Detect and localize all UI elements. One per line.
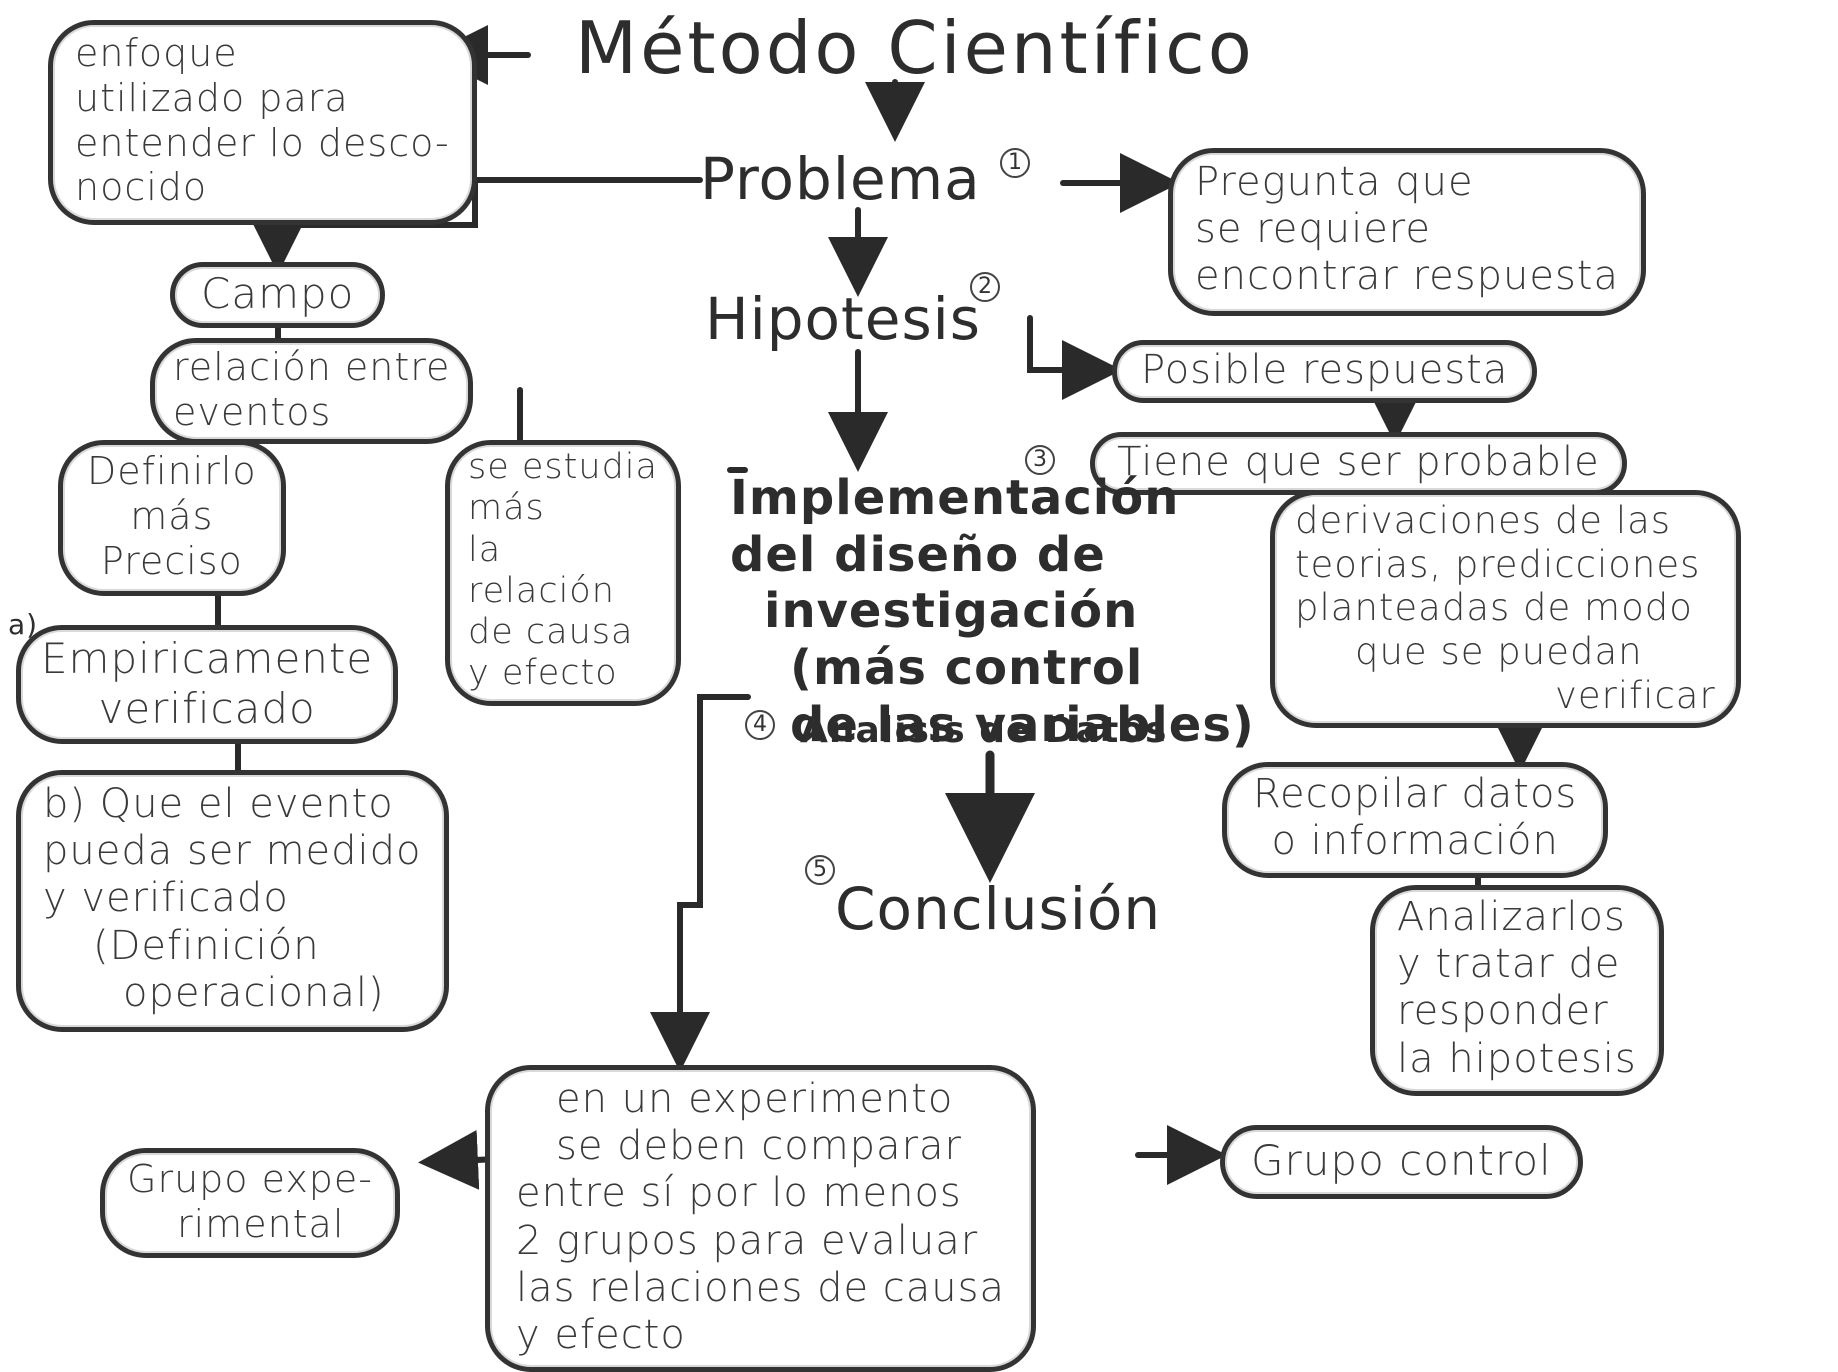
derivaciones-line-5: verificar <box>1555 673 1716 717</box>
relacion-line-2: eventos <box>173 389 332 434</box>
arrow-implementacion-to-experimento <box>650 694 751 1072</box>
experimento-line-2: se deben comparar <box>556 1123 962 1170</box>
implementacion-line-3: investigación <box>764 583 1139 640</box>
definirlo-line-1: Definirlo <box>87 449 257 493</box>
medido-line-4: (Definición <box>93 922 320 969</box>
grupo-control-note: Grupo control <box>1220 1125 1583 1199</box>
conclusion-node: Conclusión <box>835 875 1162 943</box>
step-5-badge: 5 <box>805 855 835 885</box>
pregunta-line-3: encontrar respuesta <box>1195 253 1619 300</box>
se-estudia-line-6: y efecto <box>468 653 618 694</box>
analisis-node: Analisis de Datos <box>800 710 1168 751</box>
derivaciones-line-1: derivaciones de las <box>1295 499 1672 542</box>
pregunta-line-2: se requiere <box>1195 206 1431 253</box>
se-estudia-line-1: se estudia <box>468 447 658 487</box>
medido-line-5: operacional) <box>123 969 385 1016</box>
recopilar-line-1: Recopilar datos <box>1253 771 1578 817</box>
recopilar-note: Recopilar datos o información <box>1222 762 1609 879</box>
campo-node: Campo <box>170 262 386 328</box>
empiricamente-line-2: verificado <box>98 683 316 733</box>
se-estudia-line-2: más <box>468 488 545 529</box>
se-estudia-note: se estudia más la relación de causa y ef… <box>445 440 681 706</box>
se-estudia-line-3: la <box>468 529 502 570</box>
step-4-badge: 4 <box>745 710 775 740</box>
relacion-line-1: relación entre <box>173 345 451 389</box>
experimento-line-4: 2 grupos para evaluar <box>516 1217 979 1264</box>
medido-line-3: y verificado <box>43 875 289 922</box>
se-estudia-line-4: relación <box>468 570 615 611</box>
medido-line-1: b) Que el evento <box>43 781 394 827</box>
enfoque-line-3: entender lo desco- <box>75 120 450 165</box>
pregunta-line-1: Pregunta que <box>1195 159 1474 205</box>
step-3-badge: 3 <box>1025 445 1055 475</box>
experimento-line-6: y efecto <box>516 1311 686 1358</box>
implementacion-node: Implementación del diseño de investigaci… <box>730 470 1255 753</box>
arrow-problema-to-campo <box>248 177 703 274</box>
derivaciones-line-3: planteadas de modo <box>1295 586 1693 630</box>
medido-note: b) Que el evento pueda ser medido y veri… <box>16 770 449 1032</box>
analizarlos-note: Analizarlos y tratar de responder la hip… <box>1370 885 1664 1096</box>
arrow-hipotesis-to-posible <box>1027 315 1122 400</box>
implementacion-line-4: (más control <box>790 639 1144 696</box>
experimento-note: en un experimento se deben comparar entr… <box>485 1065 1036 1372</box>
implementacion-line-2: del diseño de <box>730 526 1106 583</box>
experimento-line-5: las relaciones de causa <box>516 1264 1005 1311</box>
medido-line-2: pueda ser medido <box>43 828 422 875</box>
posible-respuesta-note: Posible respuesta <box>1112 340 1538 404</box>
definirlo-line-2: más <box>130 493 214 538</box>
enfoque-note: enfoque utilizado para entender lo desco… <box>48 20 477 226</box>
analizarlos-line-4: la hipotesis <box>1397 1035 1637 1082</box>
se-estudia-line-5: de causa <box>468 612 634 653</box>
relacion-note: relación entre eventos <box>150 338 474 444</box>
grupo-experimental-line-2: rimental <box>177 1201 345 1246</box>
enfoque-line-4: nocido <box>75 165 208 210</box>
analizarlos-line-1: Analizarlos <box>1397 894 1626 940</box>
experimento-line-3: entre sí por lo menos <box>516 1170 962 1217</box>
step-2-badge: 2 <box>970 272 1000 302</box>
implementacion-line-5: de las variables) <box>790 696 1255 753</box>
definirlo-note: Definirlo más Preciso <box>58 440 286 597</box>
derivaciones-note: derivaciones de las teorias, prediccione… <box>1270 490 1741 729</box>
analizarlos-line-2: y tratar de <box>1397 941 1621 988</box>
tiene-note: Tiene que ser probable <box>1090 432 1627 496</box>
derivaciones-line-2: teorias, predicciones <box>1295 542 1701 586</box>
recopilar-line-2: o información <box>1271 818 1559 865</box>
step-1-badge: 1 <box>1000 148 1030 178</box>
enfoque-line-2: utilizado para <box>75 75 349 120</box>
empiricamente-note: Empiricamente verificado <box>16 625 399 745</box>
derivaciones-line-4: que se puedan <box>1355 629 1643 673</box>
hipotesis-node: Hipotesis <box>705 285 982 353</box>
problema-node: Problema <box>700 145 981 213</box>
grupo-experimental-line-1: Grupo expe- <box>127 1157 374 1201</box>
analizarlos-line-3: responder <box>1397 988 1609 1035</box>
implementacion-line-1: Implementación <box>730 470 1180 526</box>
grupo-experimental-note: Grupo expe- rimental <box>100 1148 401 1258</box>
definirlo-line-3: Preciso <box>100 538 243 583</box>
enfoque-line-1: enfoque <box>75 31 238 75</box>
diagram-title: Método Científico <box>575 6 1255 90</box>
pregunta-note: Pregunta que se requiere encontrar respu… <box>1168 148 1646 316</box>
experimento-line-1: en un experimento <box>556 1076 954 1122</box>
empiricamente-line-1: Empiricamente <box>41 634 374 683</box>
